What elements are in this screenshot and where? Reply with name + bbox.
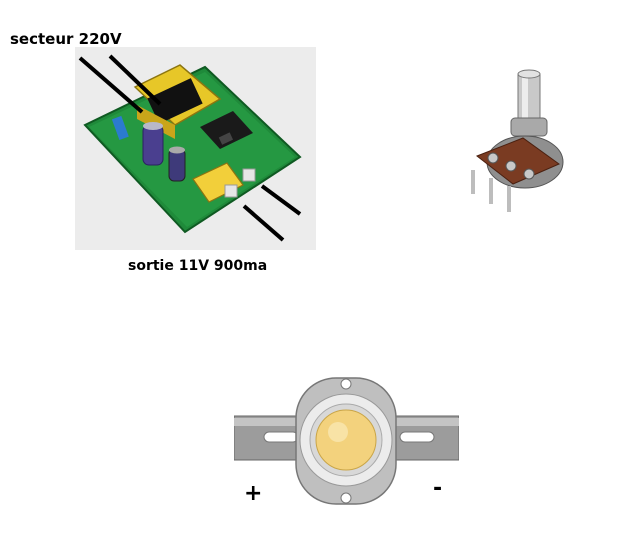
led-chip: [315, 409, 377, 471]
pot-shaft: [517, 69, 541, 125]
electrolytic-capacitor: [142, 122, 164, 166]
pot-pins: [471, 170, 511, 212]
output-capacitor: [168, 146, 186, 182]
output-terminals: [224, 168, 256, 198]
power-led-image: [234, 377, 459, 505]
regulator-chip: [200, 111, 253, 149]
output-rating-label: sortie 11V 900ma: [128, 258, 268, 274]
blue-component: [111, 115, 129, 140]
mains-input-label: secteur 220V: [10, 30, 122, 48]
pot-bushing: [510, 117, 548, 137]
pot-body: [475, 135, 564, 189]
potentiometer-image: [471, 69, 564, 212]
led-positive-label: +: [244, 481, 263, 506]
safety-capacitor: [192, 162, 244, 203]
power-module-image: [75, 47, 316, 250]
led-negative-label: -: [433, 476, 443, 501]
